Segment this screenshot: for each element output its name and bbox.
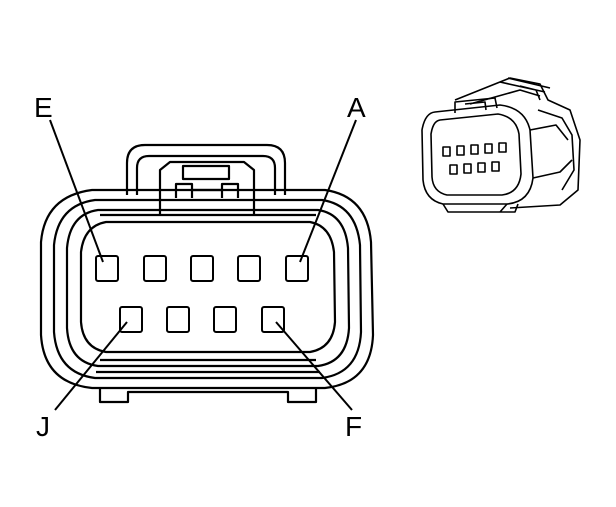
locking-tab [125, 143, 287, 195]
leader-lines [49, 119, 357, 411]
connector-face [39, 143, 375, 404]
leader-j [54, 321, 128, 411]
label-a: A [347, 92, 366, 123]
locking-tab-inner [135, 154, 277, 195]
perspective-side-ribs [529, 109, 575, 191]
cavity-housing [79, 220, 337, 354]
latch [158, 160, 256, 215]
leader-f [275, 321, 353, 411]
label-j: J [36, 411, 50, 442]
cavity-e [95, 255, 119, 282]
cavity-top-3 [190, 255, 214, 282]
label-e: E [34, 92, 53, 123]
connector-perspective-view [421, 77, 581, 213]
leader-a [299, 119, 357, 263]
perspective-cavities [442, 142, 507, 175]
perspective-back-housing [454, 77, 581, 209]
latch-window [181, 164, 231, 181]
perspective-top-ridges [469, 77, 551, 105]
cavity-top-2 [143, 255, 167, 282]
outer-shell [39, 188, 375, 390]
perspective-tab [454, 97, 498, 113]
cavity-j [119, 306, 143, 333]
cavity-a [285, 255, 309, 282]
shell-ring-2 [52, 198, 363, 380]
bottom-keyway [96, 358, 320, 404]
cavity-top-4 [237, 255, 261, 282]
leader-e [49, 119, 104, 263]
bottom-row-cavities [119, 306, 285, 333]
perspective-front-inner [430, 113, 522, 196]
cavity-bottom-3 [213, 306, 237, 333]
perspective-bottom-lip [442, 203, 519, 213]
label-f: F [345, 411, 362, 442]
shell-ring-3 [65, 208, 351, 368]
cavity-bottom-2 [166, 306, 190, 333]
top-row-cavities [95, 255, 309, 282]
